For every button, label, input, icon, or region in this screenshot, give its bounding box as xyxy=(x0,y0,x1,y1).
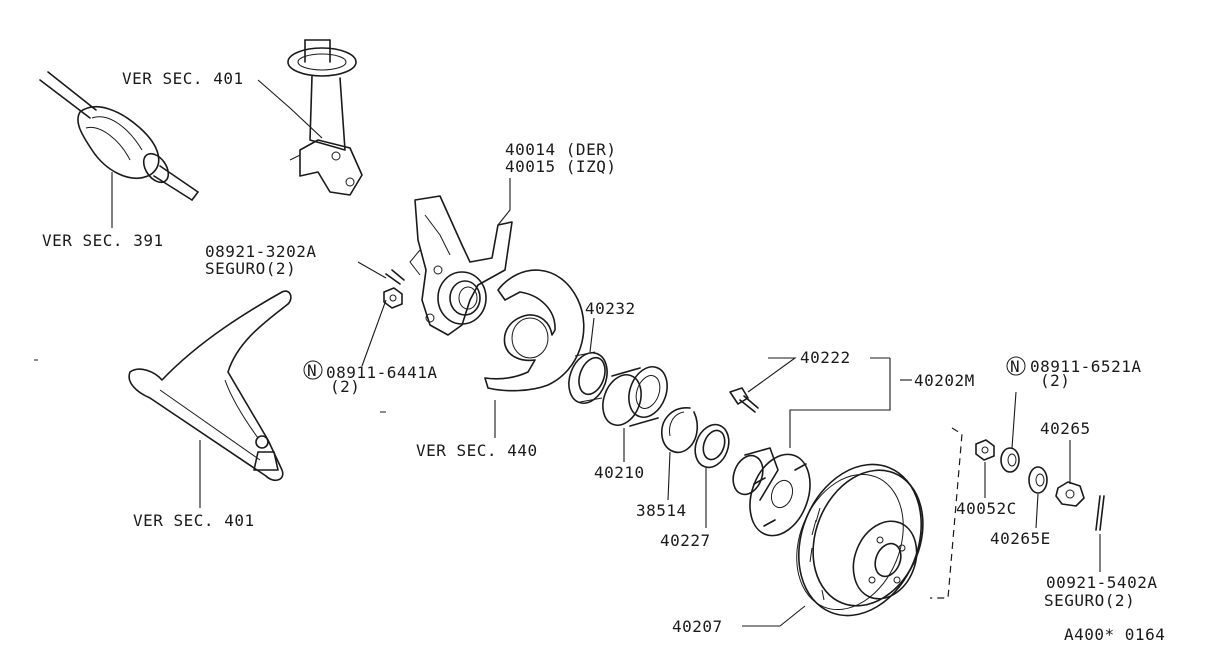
strut-icon xyxy=(287,39,363,196)
seal-icon xyxy=(568,351,608,404)
washer-nut-icon xyxy=(1055,481,1085,507)
knuckle-icon xyxy=(409,195,513,336)
label-cotter-top-part: 08921-3202A xyxy=(205,242,316,261)
lower-arm-icon xyxy=(128,290,292,482)
label-knuckle-der: 40014 (DER) xyxy=(505,140,616,159)
dust-shield-icon xyxy=(484,269,585,392)
label-adjusting-cap: 40052C xyxy=(956,499,1017,518)
label-ver-sec-440: VER SEC. 440 xyxy=(416,441,538,460)
n-mark-text: N xyxy=(307,361,317,380)
label-cotter-top-desc: SEGURO(2) xyxy=(205,259,296,278)
label-hub-assy: 40202M xyxy=(914,371,975,390)
hub-bolt-icon xyxy=(729,387,759,413)
label-nut-left-part: 08911-6441A xyxy=(326,363,437,382)
label-nut-left-qty: (2) xyxy=(330,377,360,396)
label-nut-right-part: 08911-6521A xyxy=(1030,357,1141,376)
label-washer-nut: 40265 xyxy=(1040,419,1091,438)
label-inner-seal: 40227 xyxy=(660,531,711,550)
label-hub-bolt: 40222 xyxy=(800,348,851,367)
label-nut-right-qty: (2) xyxy=(1040,371,1070,390)
snap-ring-icon xyxy=(661,407,699,454)
drive-shaft-icon xyxy=(39,71,199,201)
leader-lines xyxy=(111,79,1101,627)
label-cotter-bottom-desc: SEGURO(2) xyxy=(1044,591,1135,610)
label-bearing: 40210 xyxy=(594,463,645,482)
adjusting-cap-icon xyxy=(975,439,995,461)
bearing-icon xyxy=(602,366,668,427)
cotter-pin-right-icon xyxy=(1095,495,1105,531)
label-drawing-code: A400* 0164 xyxy=(1064,625,1165,644)
cotter-pin-icon xyxy=(385,269,405,285)
label-rotor: 40207 xyxy=(672,617,723,636)
label-cotter-bottom-part: 00921-5402A xyxy=(1046,573,1157,592)
nut-icon xyxy=(1000,447,1020,473)
hub-icon xyxy=(732,447,811,537)
label-snap-ring: 38514 xyxy=(636,501,687,520)
castle-nut-icon xyxy=(383,287,403,309)
brake-rotor-icon xyxy=(796,463,924,617)
label-knuckle-izq: 40015 (IZQ) xyxy=(505,157,616,176)
inner-seal-icon xyxy=(694,423,730,469)
label-ver-sec-401-bottom: VER SEC. 401 xyxy=(133,511,255,530)
axis-dashed-line xyxy=(930,427,963,599)
label-washer: 40265E xyxy=(990,529,1051,548)
n-mark-icon-left: N xyxy=(303,360,323,380)
n-mark-icon-right: N xyxy=(1006,356,1026,376)
label-seal-outer: 40232 xyxy=(585,299,636,318)
label-ver-sec-391: VER SEC. 391 xyxy=(42,231,164,250)
n-mark-text: N xyxy=(1010,357,1020,376)
label-ver-sec-401-top: VER SEC. 401 xyxy=(122,69,244,88)
washer-icon xyxy=(1028,466,1048,494)
